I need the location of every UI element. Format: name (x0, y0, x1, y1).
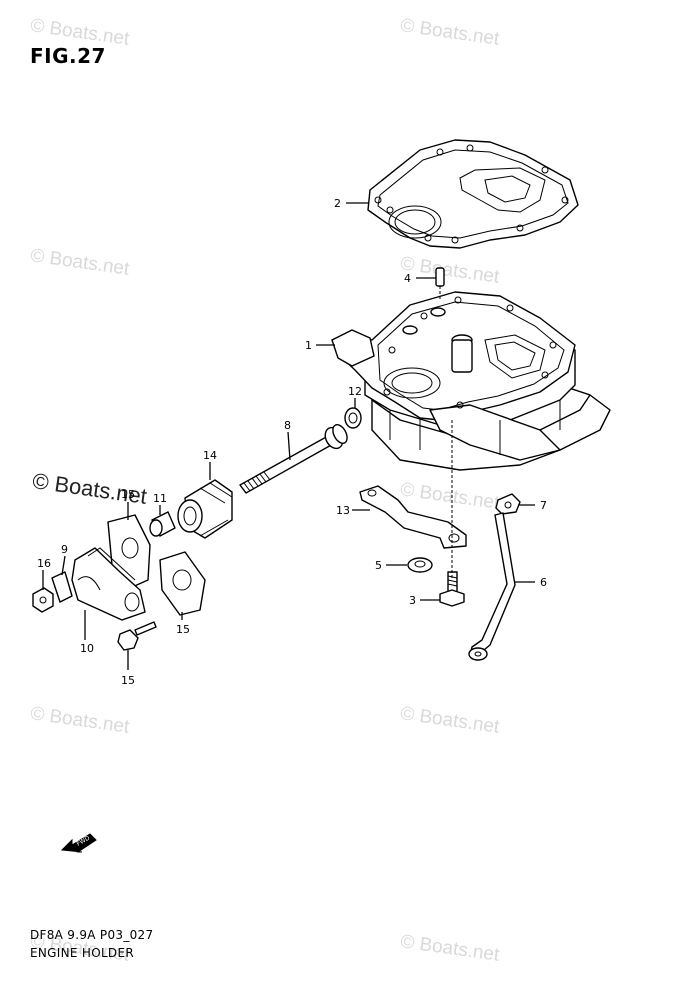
callout-8: 8 (284, 419, 291, 432)
callout-6: 6 (540, 576, 547, 589)
callout-5: 5 (375, 559, 382, 572)
nut-part[interactable] (32, 587, 54, 613)
callout-10: 10 (80, 642, 94, 655)
bracket-part[interactable] (71, 547, 146, 621)
figure-title: FIG.27 (30, 44, 106, 68)
washer-part-12[interactable] (344, 407, 362, 429)
rod-part[interactable] (468, 512, 516, 661)
leader-lines (42, 202, 535, 670)
dowel-pin-part[interactable] (435, 267, 445, 287)
callout-13: 13 (336, 504, 350, 517)
callout-17: 16 (37, 557, 51, 570)
clip-part[interactable] (495, 493, 521, 515)
callout-14: 14 (203, 449, 217, 462)
callout-3: 3 (409, 594, 416, 607)
long-bolt-part[interactable] (239, 422, 350, 494)
callout-9: 9 (61, 543, 68, 556)
washer-part-5[interactable] (407, 557, 433, 573)
fwd-arrow-icon: FWD (60, 833, 97, 853)
callout-2: 2 (334, 197, 341, 210)
bolt-part-16[interactable] (117, 621, 157, 651)
collar-part[interactable] (149, 511, 176, 537)
plate-part-15-lower[interactable] (159, 551, 206, 616)
bracket-arm-part[interactable] (359, 485, 467, 549)
callout-4: 4 (404, 272, 411, 285)
engine-holder-part[interactable] (331, 291, 611, 471)
drawing-code: DF8A 9.9A P03_027 (30, 928, 154, 942)
callout-1: 1 (305, 339, 312, 352)
washer-part-9[interactable] (51, 571, 73, 603)
callout-7: 7 (540, 499, 547, 512)
callout-12: 12 (348, 385, 362, 398)
gasket-part[interactable] (367, 139, 579, 249)
callout-numbers: 2 4 1 12 8 14 15 11 9 16 10 15 15 13 5 3… (37, 197, 547, 687)
callout-15-lower: 15 (176, 623, 190, 636)
callout-15-upper: 15 (121, 488, 135, 501)
callout-11: 11 (153, 492, 167, 505)
rubber-mount-part[interactable] (177, 479, 233, 539)
figure-caption: ENGINE HOLDER (30, 946, 134, 960)
callout-16: 15 (121, 674, 135, 687)
